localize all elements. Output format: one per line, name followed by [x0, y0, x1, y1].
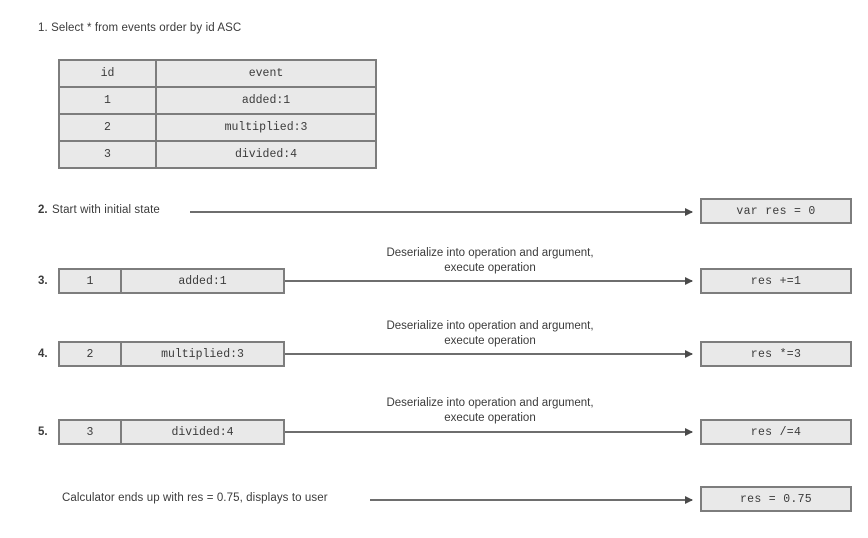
- result-box-final: res = 0.75: [700, 486, 852, 512]
- step5-number: 5.: [38, 426, 48, 438]
- cell-event: multiplied:3: [155, 113, 377, 142]
- arrow-caption-line1: Deserialize into operation and argument,: [386, 320, 594, 332]
- arrow-caption-line2: execute operation: [444, 335, 536, 347]
- arrow-step2: [190, 208, 693, 216]
- arrow-caption-line1: Deserialize into operation and argument,: [386, 397, 594, 409]
- event-pill-3: 1 added:1: [58, 268, 285, 294]
- step3-number: 3.: [38, 275, 48, 287]
- table-row: 1 added:1: [58, 86, 377, 115]
- arrow-caption-line2: execute operation: [444, 412, 536, 424]
- arrow-step5: [285, 428, 693, 436]
- events-table: id event 1 added:1 2 multiplied:3 3 divi…: [58, 59, 377, 169]
- arrow-caption-5: Deserialize into operation and argument,…: [350, 396, 630, 426]
- step2-label: Start with initial state: [52, 204, 160, 216]
- cell-id: 2: [58, 113, 157, 142]
- cell-event: added:1: [155, 86, 377, 115]
- event-pill-5: 3 divided:4: [58, 419, 285, 445]
- result-box-step4: res *=3: [700, 341, 852, 367]
- cell-event: divided:4: [155, 140, 377, 169]
- event-pill-event: multiplied:3: [161, 347, 244, 361]
- event-pill-id: 3: [60, 421, 122, 443]
- arrow-caption-3: Deserialize into operation and argument,…: [350, 246, 630, 276]
- table-row: 2 multiplied:3: [58, 113, 377, 142]
- result-box-initial-state: var res = 0: [700, 198, 852, 224]
- column-header-id: id: [58, 59, 157, 88]
- arrow-step3: [285, 277, 693, 285]
- arrow-caption-line1: Deserialize into operation and argument,: [386, 247, 594, 259]
- result-box-step3: res +=1: [700, 268, 852, 294]
- table-header-row: id event: [58, 59, 377, 88]
- step2-number: 2.: [38, 204, 48, 216]
- step4-number: 4.: [38, 348, 48, 360]
- event-pill-id: 2: [60, 343, 122, 365]
- arrow-caption-line2: execute operation: [444, 262, 536, 274]
- result-box-step5: res /=4: [700, 419, 852, 445]
- cell-id: 1: [58, 86, 157, 115]
- arrow-caption-4: Deserialize into operation and argument,…: [350, 319, 630, 349]
- event-pill-4: 2 multiplied:3: [58, 341, 285, 367]
- final-label: Calculator ends up with res = 0.75, disp…: [62, 492, 328, 504]
- event-pill-event: added:1: [178, 274, 227, 288]
- event-pill-event: divided:4: [171, 425, 234, 439]
- arrow-step4: [285, 350, 693, 358]
- column-header-event: event: [155, 59, 377, 88]
- table-row: 3 divided:4: [58, 140, 377, 169]
- step1-title: 1. Select * from events order by id ASC: [38, 22, 242, 34]
- event-pill-id: 1: [60, 270, 122, 292]
- cell-id: 3: [58, 140, 157, 169]
- arrow-final: [370, 496, 693, 504]
